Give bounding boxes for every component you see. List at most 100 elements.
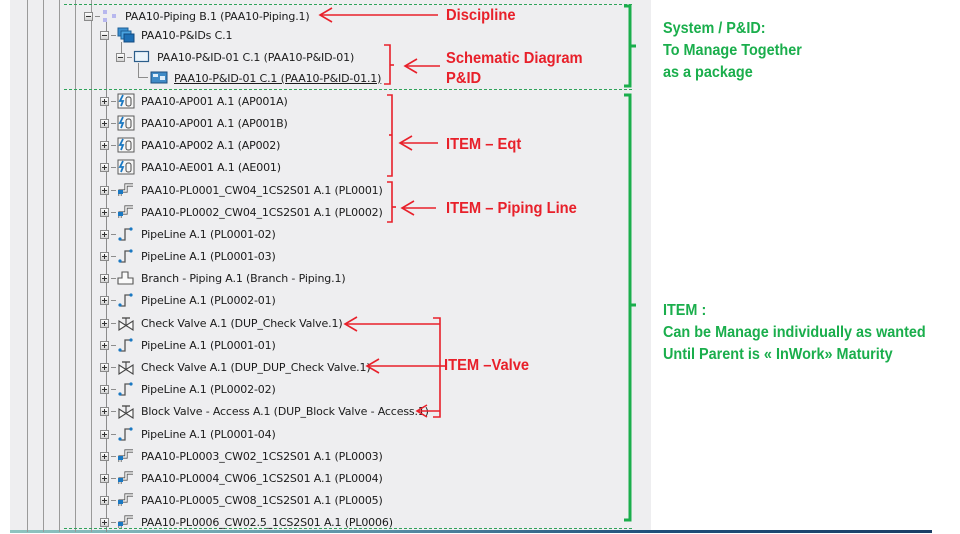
expand-toggle-icon[interactable]	[100, 318, 109, 328]
expand-toggle-icon[interactable]	[100, 473, 109, 483]
tree-row[interactable]: PAA10-PL0001_CW04_1CS2S01 A.1 (PL0001)	[100, 180, 383, 200]
tree-connector	[95, 15, 100, 17]
equipment-icon	[117, 115, 135, 131]
tree-row[interactable]: PAA10-AP001 A.1 (AP001B)	[100, 113, 288, 133]
collapse-toggle-icon[interactable]	[116, 52, 125, 62]
note-item-line2: Can be Manage individually as wanted	[663, 324, 926, 341]
tree-row[interactable]: PAA10-PL0003_CW02_1CS2S01 A.1 (PL0003)	[100, 446, 383, 466]
expand-toggle-icon[interactable]	[100, 362, 109, 372]
tree-row-label: PAA10-AP001 A.1 (AP001B)	[141, 116, 288, 130]
collapse-toggle-icon[interactable]	[84, 11, 93, 21]
expand-toggle-icon[interactable]	[100, 229, 109, 239]
tree-row-label: PAA10-PL0004_CW06_1CS2S01 A.1 (PL0004)	[141, 471, 383, 485]
equipment-icon	[117, 137, 135, 153]
tree-row[interactable]: PipeLine A.1 (PL0001-04)	[100, 424, 276, 444]
annotation-item-piping-line: ITEM – Piping Line	[446, 200, 577, 217]
tree-row[interactable]: Branch - Piping A.1 (Branch - Piping.1)	[100, 268, 346, 288]
tree-connector	[111, 366, 116, 368]
expand-toggle-icon[interactable]	[100, 406, 109, 416]
valve-icon	[117, 359, 135, 375]
tree-connector	[111, 100, 116, 102]
pid-folder-icon	[117, 27, 135, 43]
expand-toggle-icon[interactable]	[100, 429, 109, 439]
expand-toggle-icon[interactable]	[100, 185, 109, 195]
tree-guide-line	[43, 0, 44, 532]
tree-row[interactable]: PAA10-PL0002_CW04_1CS2S01 A.1 (PL0002)	[100, 202, 383, 222]
tree-row[interactable]: PAA10-PL0005_CW08_1CS2S01 A.1 (PL0005)	[100, 490, 383, 510]
expand-toggle-icon[interactable]	[100, 162, 109, 172]
note-item: ITEM : Can be Manage individually as wan…	[663, 300, 926, 366]
collapse-toggle-icon[interactable]	[100, 30, 109, 40]
tree-row[interactable]: PipeLine A.1 (PL0002-02)	[100, 379, 276, 399]
tree-connector	[111, 277, 116, 279]
bottom-bar	[10, 530, 932, 533]
tree-row[interactable]: PAA10-AE001 A.1 (AE001)	[100, 157, 281, 177]
tree-row-label: PipeLine A.1 (PL0001-02)	[141, 227, 276, 241]
tree-connector	[138, 77, 148, 78]
tree-row[interactable]: PAA10-AP002 A.1 (AP002)	[100, 135, 280, 155]
expand-toggle-icon[interactable]	[100, 118, 109, 128]
piping-line-icon	[117, 470, 135, 486]
tree-guide-line	[27, 0, 28, 532]
tree-connector	[111, 34, 116, 36]
pipeline-icon	[117, 426, 135, 442]
tree-connector	[111, 211, 116, 213]
item-group-bottom-border	[64, 528, 632, 529]
tree-row[interactable]: PAA10-P&IDs C.1	[100, 25, 232, 45]
annotation-item-eqt: ITEM – Eqt	[446, 136, 522, 153]
tree-row[interactable]: PipeLine A.1 (PL0001-01)	[100, 335, 276, 355]
tree-row[interactable]: PAA10-P&ID-01 C.1 (PAA10-P&ID-01)	[116, 47, 354, 67]
tree-row[interactable]: Block Valve - Access A.1 (DUP_Block Valv…	[100, 401, 429, 421]
tree-row[interactable]: PipeLine A.1 (PL0001-03)	[100, 246, 276, 266]
expand-toggle-icon[interactable]	[100, 251, 109, 261]
tree-row-label: PAA10-Piping B.1 (PAA10-Piping.1)	[125, 9, 310, 23]
expand-toggle-icon[interactable]	[100, 517, 109, 527]
expand-toggle-icon[interactable]	[100, 340, 109, 350]
diagram-frame-icon	[133, 49, 151, 65]
tree-row[interactable]: PipeLine A.1 (PL0001-02)	[100, 224, 276, 244]
tree-row[interactable]: Check Valve A.1 (DUP_Check Valve.1)	[100, 313, 343, 333]
tree-row-label: PAA10-AP001 A.1 (AP001A)	[141, 94, 288, 108]
tree-row-label: Branch - Piping A.1 (Branch - Piping.1)	[141, 271, 346, 285]
piping-line-icon	[117, 514, 135, 530]
expand-toggle-icon[interactable]	[100, 273, 109, 283]
tree-row[interactable]: PAA10-AP001 A.1 (AP001A)	[100, 91, 288, 111]
expand-toggle-icon[interactable]	[100, 295, 109, 305]
expand-toggle-icon[interactable]	[100, 495, 109, 505]
expand-toggle-icon[interactable]	[100, 451, 109, 461]
expand-toggle-icon[interactable]	[100, 140, 109, 150]
tree-row[interactable]: PAA10-Piping B.1 (PAA10-Piping.1)	[84, 6, 310, 26]
expand-toggle-icon[interactable]	[100, 384, 109, 394]
tree-row-label: PAA10-AE001 A.1 (AE001)	[141, 160, 281, 174]
tree-row[interactable]: PAA10-PL0006_CW02.5_1CS2S01 A.1 (PL0006)	[100, 512, 393, 532]
tree-row[interactable]: PAA10-P&ID-01 C.1 (PAA10-P&ID-01.1)	[150, 68, 381, 88]
tree-guide-line	[75, 0, 76, 532]
tree-row[interactable]: Check Valve A.1 (DUP_DUP_Check Valve.1)	[100, 357, 371, 377]
valve-icon	[117, 315, 135, 331]
tree-connector	[111, 144, 116, 146]
tree-row[interactable]: PipeLine A.1 (PL0002-01)	[100, 290, 276, 310]
tree-guide-line	[59, 0, 60, 532]
tree-guide-line	[91, 0, 92, 532]
piping-line-icon	[117, 448, 135, 464]
annotation-discipline: Discipline	[446, 7, 516, 24]
pipeline-icon	[117, 381, 135, 397]
tree-row[interactable]: PAA10-PL0004_CW06_1CS2S01 A.1 (PL0004)	[100, 468, 383, 488]
annotation-schematic-line1: Schematic Diagram	[446, 50, 583, 67]
tree-row-label: PAA10-AP002 A.1 (AP002)	[141, 138, 281, 152]
tree-connector	[111, 344, 116, 346]
tree-connector	[111, 255, 116, 257]
tree-row-label: Check Valve A.1 (DUP_Check Valve.1)	[141, 316, 343, 330]
discipline-icon	[101, 8, 119, 24]
tree-row-label: PAA10-PL0006_CW02.5_1CS2S01 A.1 (PL0006)	[141, 515, 393, 529]
tree-connector	[111, 410, 116, 412]
tree-row-label: PipeLine A.1 (PL0002-01)	[141, 293, 276, 307]
tree-row-label: PAA10-P&IDs C.1	[141, 28, 233, 42]
tree-connector	[111, 521, 116, 523]
pipeline-icon	[117, 337, 135, 353]
system-group-bottom-border	[64, 89, 632, 90]
expand-toggle-icon[interactable]	[100, 96, 109, 106]
expand-toggle-icon[interactable]	[100, 207, 109, 217]
note-item-line1: ITEM :	[663, 302, 707, 319]
tree-connector	[111, 166, 116, 168]
